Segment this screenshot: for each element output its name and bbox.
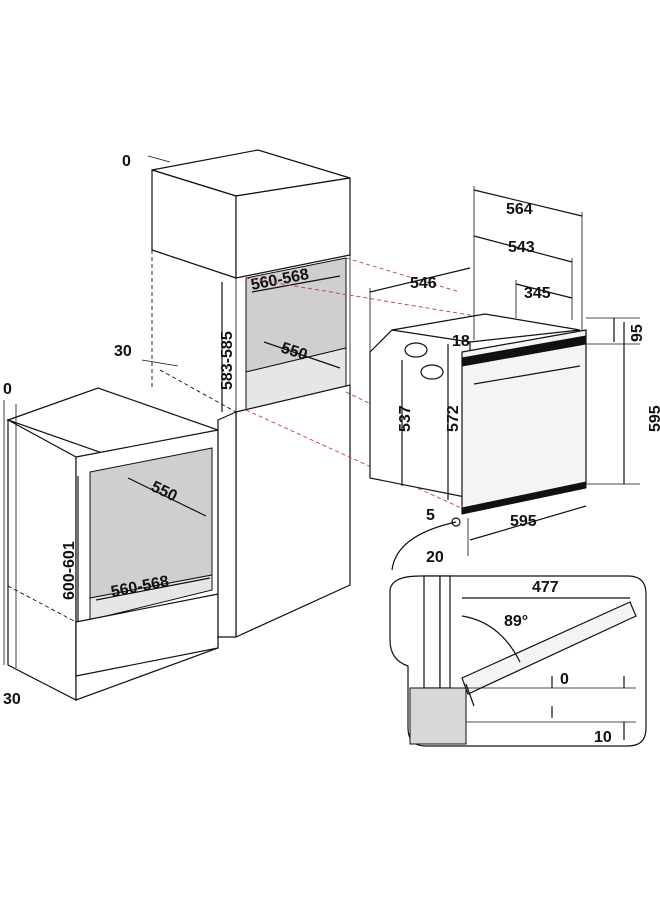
undercounter-top-gap: 0 — [3, 381, 12, 398]
oven-vent-1 — [404, 342, 428, 358]
detail-cabinet-wall-2 — [439, 575, 451, 689]
dim-line-564 — [473, 189, 583, 217]
dim-line-546 — [369, 267, 471, 293]
guide-1 — [345, 257, 461, 293]
undercounter-dash — [7, 585, 77, 623]
door-gap-bottom: 10 — [594, 729, 612, 746]
dim-line-543 — [473, 235, 573, 263]
column-side-tick — [141, 359, 179, 367]
oven-depth-543: 543 — [508, 239, 535, 256]
dim-arc-89 — [461, 615, 521, 663]
oven-handle — [473, 365, 581, 385]
door-length: 477 — [532, 579, 559, 596]
oven-bottom-offset: 5 — [426, 507, 435, 524]
oven-top-offset: 18 — [452, 333, 470, 350]
oven-height-537: 537 — [397, 405, 414, 432]
tall-column-unit — [141, 149, 351, 638]
column-top-tick — [147, 155, 171, 163]
column-lower-front — [235, 384, 351, 638]
oven-height-572: 572 — [445, 405, 462, 432]
door-detail-callout — [389, 521, 647, 747]
oven-depth-564: 564 — [506, 201, 533, 218]
callout-leader — [391, 521, 457, 571]
undercounter-niche-height: 600-601 — [61, 541, 78, 600]
oven-bottom-strip — [461, 481, 587, 515]
oven-width: 595 — [510, 513, 537, 530]
dim-line-niche-width — [95, 577, 211, 601]
detail-cabinet-wall — [423, 575, 441, 689]
dim-line-595-width — [469, 505, 587, 541]
door-gap-top: 0 — [560, 671, 569, 688]
oven-depth-546: 546 — [410, 275, 437, 292]
dim-line-column-width — [251, 275, 341, 293]
undercounter-bottom-gap: 30 — [3, 691, 21, 708]
detail-base — [409, 687, 467, 745]
column-niche-height: 583-585 — [219, 331, 236, 390]
guide-4 — [245, 409, 471, 513]
oven-vent-2 — [420, 364, 444, 380]
undercounter-base — [75, 593, 219, 677]
column-top-gap: 0 — [122, 153, 131, 170]
oven-depth-345: 345 — [524, 285, 551, 302]
dim-line-niche-depth — [127, 477, 207, 517]
dim-line-345 — [515, 283, 573, 299]
oven-unit — [369, 186, 640, 556]
column-dash-2 — [151, 249, 237, 279]
oven-total-height: 595 — [647, 405, 660, 432]
column-lower-side — [217, 411, 237, 638]
oven-door-clearance: 20 — [426, 549, 444, 566]
column-dash-3 — [159, 369, 237, 413]
column-side-gap: 30 — [114, 343, 132, 360]
dim-line-column-depth — [263, 341, 341, 369]
undercounter-unit — [3, 387, 220, 701]
oven-panel-height: 95 — [629, 324, 646, 342]
undercounter-shelf — [89, 574, 213, 621]
oven-body-top — [391, 313, 581, 343]
detail-open-door — [461, 601, 637, 695]
door-opening-angle: 89° — [504, 613, 528, 630]
